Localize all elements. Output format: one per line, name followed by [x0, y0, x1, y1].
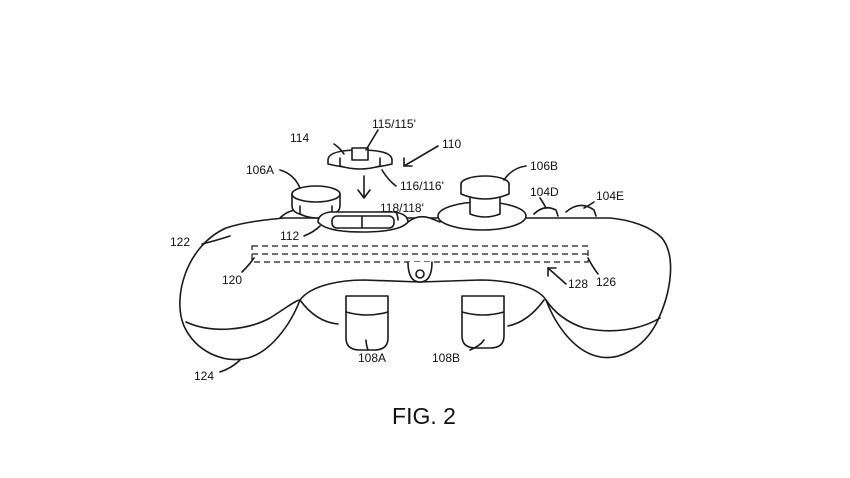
label-104e: 104E	[596, 189, 624, 203]
dpad-piece-110	[327, 147, 393, 170]
thumbstick-106b	[437, 175, 527, 231]
leader-lines	[201, 129, 599, 373]
label-114: 114	[290, 131, 309, 145]
label-106b: 106B	[530, 159, 558, 173]
label-106a: 106A	[246, 163, 274, 177]
label-116: 116/116'	[400, 179, 444, 193]
label-104d: 104D	[530, 185, 559, 199]
button-104e	[565, 204, 597, 217]
label-122: 122	[170, 235, 190, 249]
right-grip-contour	[545, 299, 661, 332]
arrow-128	[547, 267, 567, 285]
label-128: 128	[568, 277, 588, 291]
label-110: 110	[442, 137, 461, 151]
center-connector	[407, 261, 433, 283]
left-grip-contour	[185, 299, 301, 331]
controller-body-outline	[179, 217, 672, 361]
dpad-housing-112	[317, 211, 409, 233]
left-grip-inner-contour	[299, 299, 339, 325]
arrow-110	[403, 145, 439, 167]
label-120: 120	[222, 273, 242, 287]
label-124: 124	[194, 369, 214, 383]
label-115: 115/115'	[372, 117, 416, 131]
right-grip-inner-contour	[507, 299, 545, 327]
thumbstick-106a	[291, 185, 341, 219]
button-104d	[533, 206, 559, 217]
trigger-108a	[345, 295, 389, 351]
figure-caption: FIG. 2	[392, 403, 456, 429]
label-108a: 108A	[358, 351, 386, 365]
trigger-108b	[461, 295, 505, 349]
label-108b: 108B	[432, 351, 460, 365]
label-126: 126	[596, 275, 616, 289]
label-112: 112	[280, 229, 299, 243]
label-118: 118/118'	[380, 201, 424, 215]
center-small-buttons	[407, 215, 441, 223]
assembly-arrow	[357, 175, 371, 199]
